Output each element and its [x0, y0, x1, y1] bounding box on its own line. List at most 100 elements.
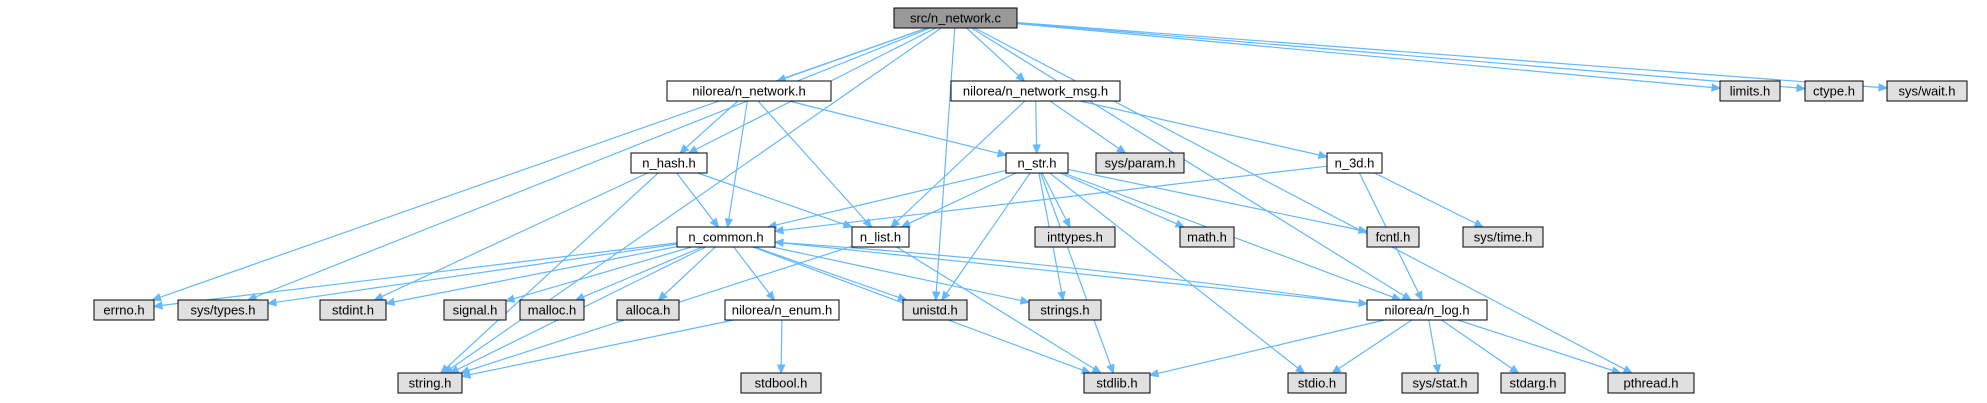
node-box — [1719, 80, 1781, 102]
node-pthread-h[interactable]: pthread.h — [1607, 372, 1695, 394]
edge-n_enum_h-to-string_h — [460, 319, 734, 379]
node-box — [1500, 372, 1566, 394]
edge-n_network_c-to-n_log_h — [971, 27, 1412, 301]
node-label: n_common.h — [688, 230, 763, 245]
node-label: nilorea/n_enum.h — [732, 303, 832, 318]
node-stdarg-h[interactable]: stdarg.h — [1500, 372, 1566, 394]
node-label: pthread.h — [1624, 376, 1679, 391]
node-sys-time-h[interactable]: sys/time.h — [1462, 226, 1544, 248]
edge-n_log_h-to-n_common_h — [773, 238, 1368, 305]
edge-n_common_h-to-unistd_h — [754, 246, 908, 302]
edge-n_enum_h-to-stdbool_h — [776, 319, 786, 375]
edge-n_log_h-to-stdio_h — [1331, 319, 1413, 374]
node-label: stdarg.h — [1510, 376, 1557, 391]
edge-n_log_h-to-stdlib_h — [1148, 319, 1385, 378]
node-string-h[interactable]: string.h — [397, 372, 463, 394]
node-fcntl-h[interactable]: fcntl.h — [1366, 226, 1420, 248]
edge-n_list_h-to-stdlib_h — [896, 246, 1102, 374]
node-box — [616, 299, 680, 321]
edge-n_hash_h-to-n_common_h — [676, 172, 720, 228]
edge-n_network_h-to-n_list_h — [757, 100, 873, 228]
node-label: nilorea/n_network_msg.h — [963, 84, 1108, 99]
node-stdio-h[interactable]: stdio.h — [1287, 372, 1347, 394]
edge-n_network_h-to-n_common_h — [724, 100, 748, 229]
node-box — [902, 299, 968, 321]
node-label: alloca.h — [626, 303, 671, 318]
node-sys-param-h[interactable]: sys/param.h — [1095, 152, 1185, 174]
edge-n_str_h-to-fcntl_h — [1067, 168, 1369, 235]
node-label: n_list.h — [860, 230, 901, 245]
node-label: ctype.h — [1813, 84, 1855, 99]
edge-n_network_c-to-errno_h — [151, 27, 928, 302]
node-box — [666, 80, 832, 102]
edge-n_network_msg_h-to-n_list_h — [890, 100, 1026, 228]
edge-n_log_h-to-stdarg_h — [1441, 319, 1520, 374]
node-label: nilorea/n_network.h — [692, 84, 805, 99]
node-box — [1287, 372, 1347, 394]
node-label: stdio.h — [1298, 376, 1336, 391]
node-box — [1034, 226, 1116, 248]
node-n-list-h[interactable]: n_list.h — [851, 226, 910, 248]
node-unistd-h[interactable]: unistd.h — [902, 299, 968, 321]
node-sys-wait-h[interactable]: sys/wait.h — [1886, 80, 1968, 102]
node-signal-h[interactable]: signal.h — [443, 299, 507, 321]
node-box — [1607, 372, 1695, 394]
node-label: string.h — [409, 376, 452, 391]
node-label: fcntl.h — [1376, 230, 1411, 245]
node-box — [950, 80, 1121, 102]
edge-n_hash_h-to-stdint_h — [373, 172, 648, 301]
edge-n_network_c-to-string_h — [443, 27, 942, 374]
node-box — [93, 299, 155, 321]
node-n-network-msg-h[interactable]: nilorea/n_network_msg.h — [950, 80, 1121, 102]
node-n-common-h[interactable]: n_common.h — [676, 226, 776, 248]
node-inttypes-h[interactable]: inttypes.h — [1034, 226, 1116, 248]
node-ctype-h[interactable]: ctype.h — [1804, 80, 1864, 102]
node-stdint-h[interactable]: stdint.h — [319, 299, 387, 321]
edge-n_network_c-to-limits_h — [1016, 23, 1722, 92]
node-label: nilorea/n_log.h — [1384, 303, 1469, 318]
node-label: sys/wait.h — [1898, 84, 1955, 99]
node-n-hash-h[interactable]: n_hash.h — [630, 152, 708, 174]
edge-n_network_c-to-n_network_msg_h — [966, 27, 1026, 82]
node-sys-types-h[interactable]: sys/types.h — [177, 299, 269, 321]
node-n-str-h[interactable]: n_str.h — [1005, 152, 1069, 174]
node-strings-h[interactable]: strings.h — [1028, 299, 1102, 321]
edge-n_str_h-to-stdlib_h — [1040, 172, 1115, 375]
node-box — [893, 7, 1018, 29]
node-label: inttypes.h — [1047, 230, 1103, 245]
node-n-network-h[interactable]: nilorea/n_network.h — [666, 80, 832, 102]
node-box — [724, 299, 840, 321]
edge-n_common_h-to-signal_h — [504, 246, 692, 303]
node-n-enum-h[interactable]: nilorea/n_enum.h — [724, 299, 840, 321]
edge-n_3d_h-to-sys_time_h — [1374, 172, 1485, 228]
node-box — [177, 299, 269, 321]
node-malloc-h[interactable]: malloc.h — [519, 299, 585, 321]
node-alloca-h[interactable]: alloca.h — [616, 299, 680, 321]
node-box — [1804, 80, 1864, 102]
node-label: n_hash.h — [642, 156, 696, 171]
node-label: stdbool.h — [755, 376, 808, 391]
node-n-log-h[interactable]: nilorea/n_log.h — [1366, 299, 1488, 321]
node-box — [1005, 152, 1069, 174]
node-math-h[interactable]: math.h — [1179, 226, 1235, 248]
node-n-3d-h[interactable]: n_3d.h — [1326, 152, 1383, 174]
node-errno-h[interactable]: errno.h — [93, 299, 155, 321]
node-box — [397, 372, 463, 394]
edges-layer — [151, 22, 1889, 379]
node-label: limits.h — [1730, 84, 1770, 99]
edge-n_network_msg_h-to-n_str_h — [1032, 100, 1041, 155]
edge-n_common_h-to-n_log_h — [774, 241, 1369, 308]
edge-n_network_h-to-n_hash_h — [679, 100, 739, 154]
node-box — [1179, 226, 1235, 248]
node-stdbool-h[interactable]: stdbool.h — [740, 372, 822, 394]
edge-n_common_h-to-strings_h — [772, 246, 1031, 305]
edge-n_network_c-to-pthread_h — [974, 27, 1633, 374]
node-label: sys/stat.h — [1413, 376, 1468, 391]
node-label: math.h — [1187, 230, 1227, 245]
node-sys-stat-h[interactable]: sys/stat.h — [1401, 372, 1479, 394]
node-stdlib-h[interactable]: stdlib.h — [1083, 372, 1151, 394]
node-limits-h[interactable]: limits.h — [1719, 80, 1781, 102]
node-label: n_str.h — [1017, 156, 1056, 171]
